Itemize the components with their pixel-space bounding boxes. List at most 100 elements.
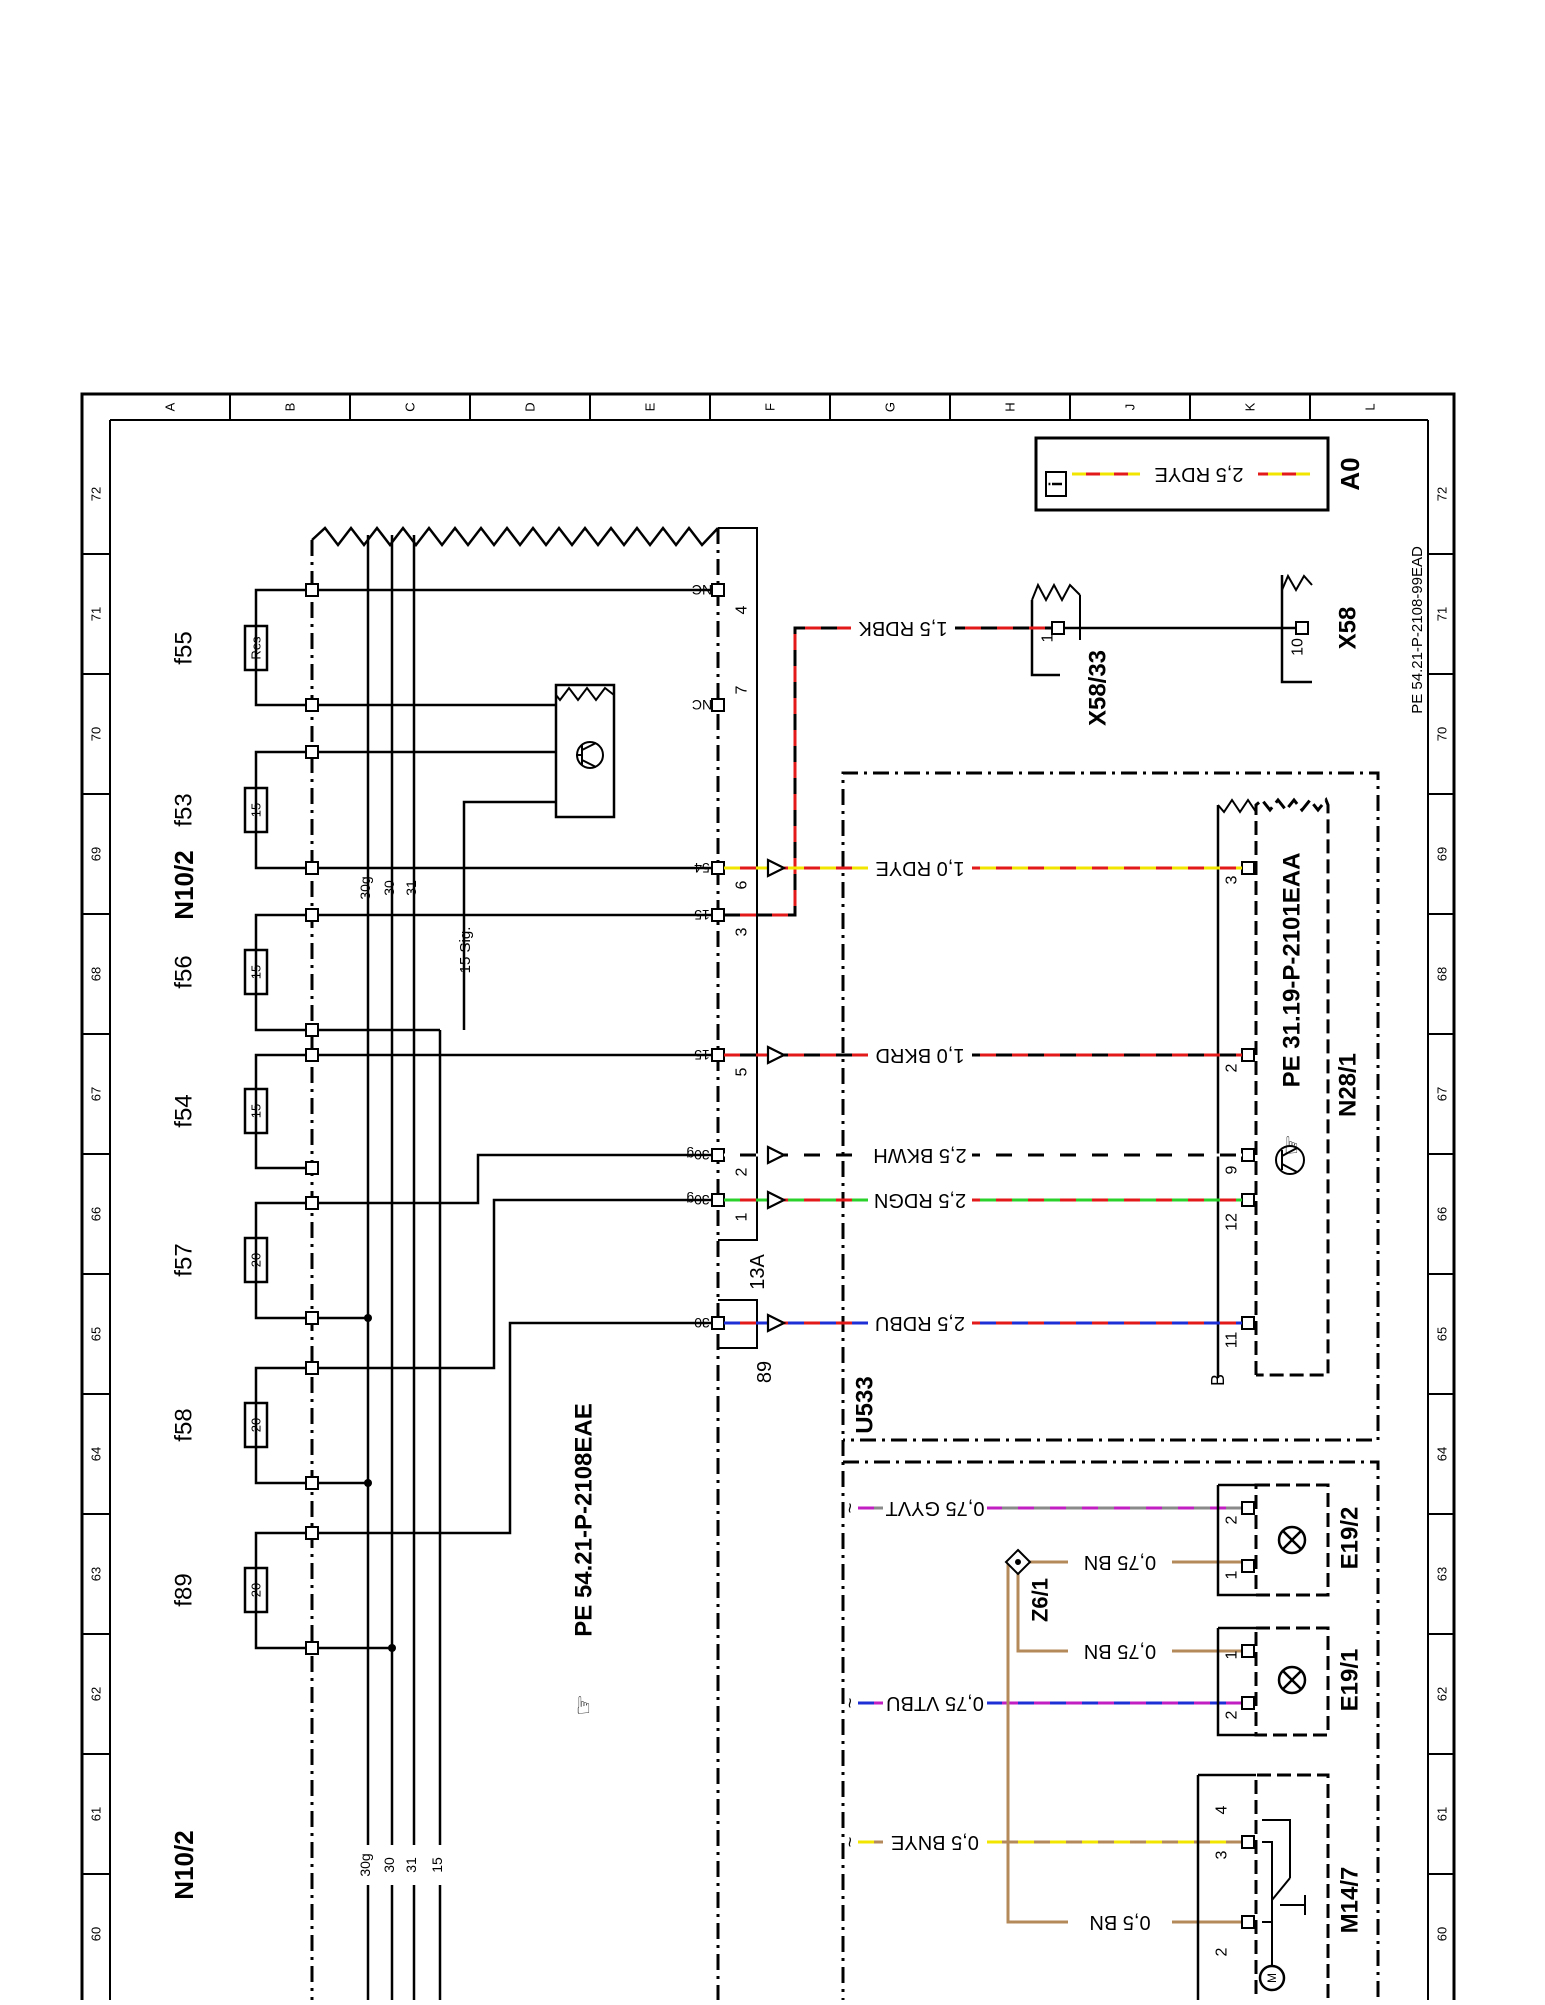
column-letter: L [1363, 403, 1378, 410]
n28-1-label: N28/1 [1335, 1053, 1362, 1117]
row-number-right: 67 [1435, 1087, 1450, 1101]
legend-box: i 2,5 RDYE A0 [1034, 436, 1365, 512]
transistor-driver-block [554, 683, 616, 819]
row-number-left: 71 [89, 607, 104, 621]
document-reference: PE 54.21-P-2108-99EAD [1409, 546, 1426, 714]
fuse-name: f89 [171, 1573, 198, 1606]
wire-label-bg [868, 1043, 972, 1067]
bus-label-31-lower: 31 [403, 1857, 419, 1873]
relay-terminals [711, 583, 725, 1330]
module-wall-terminals [305, 583, 319, 1655]
x58-33-connector: 1 [1030, 582, 1081, 677]
wire-9: 0,75 VTBU [858, 1691, 1242, 1715]
wire-7: 0,75 BN [1018, 1550, 1242, 1574]
wire-label-bg [883, 1496, 987, 1520]
row-number-right: 68 [1435, 967, 1450, 981]
wire-continuation-icon: ~ [840, 1698, 860, 1709]
lamp-icon [1277, 1525, 1307, 1555]
module-reference-text: PE 54.21-P-2108EAE [571, 1403, 598, 1636]
u533-box [841, 771, 1380, 2005]
fuse-name: f53 [171, 793, 198, 826]
bus-label-31-upper: 31 [403, 880, 419, 896]
row-number-right: 62 [1435, 1687, 1450, 1701]
fuse-name: f55 [171, 631, 198, 664]
wire-11: 0,5 BN [1006, 1562, 1242, 1934]
column-letter: D [523, 402, 538, 411]
wire-label: 0,75 GYVT [886, 1497, 985, 1519]
svg-text:15: 15 [694, 907, 710, 923]
svg-text:3: 3 [734, 927, 751, 936]
fuse-name: f56 [171, 955, 198, 988]
row-number-right: 64 [1435, 1447, 1450, 1461]
x58-33-label: X58/33 [1085, 650, 1112, 726]
wire-label: 2,5 RDGN [874, 1189, 966, 1211]
n28-1-transistor-icon [1275, 1145, 1305, 1175]
svg-text:4: 4 [734, 605, 751, 614]
wire-label: 0,75 VTBU [886, 1692, 984, 1714]
info-icon-glyph: i [1046, 481, 1066, 486]
column-letter: K [1243, 402, 1258, 411]
wire-label: 0,5 BN [1089, 1911, 1150, 1933]
column-letter: B [283, 403, 298, 412]
e19-1-lamp-block: 1 2 [1216, 1626, 1330, 1737]
x58-connector: 10 [1280, 573, 1313, 684]
bus-label-30-lower: 30 [381, 1857, 397, 1873]
row-number-left: 60 [89, 1927, 104, 1941]
wire-label: 1,0 RDYE [876, 857, 965, 879]
svg-text:30: 30 [694, 1315, 710, 1331]
power-bus [312, 535, 442, 2005]
wire-2: 1,0 BKRD [724, 1043, 1242, 1067]
wire-label-bg [1068, 1910, 1172, 1934]
svg-text:10: 10 [1290, 638, 1307, 656]
m14-7-label: M14/7 [1337, 1867, 1364, 1934]
fuse-wiring [254, 588, 712, 1650]
column-letter: G [883, 402, 898, 412]
svg-text:6: 6 [734, 880, 751, 889]
svg-text:2: 2 [734, 1167, 751, 1176]
svg-text:NC: NC [692, 697, 712, 713]
row-number-right: 70 [1435, 727, 1450, 741]
svg-text:5: 5 [734, 1067, 751, 1076]
lamp-icon [1277, 1665, 1307, 1695]
wire-3: 2,5 BKWH [724, 1143, 1242, 1167]
e19-2-lamp-block: 2 1 [1216, 1483, 1330, 1597]
relay-pin-numbers: 4 7 6 3 5 2 1 [734, 605, 751, 1221]
wire-label-bg [868, 1311, 972, 1335]
wire-label-bg [1068, 1550, 1172, 1574]
wire-10: 0,5 BNYE [858, 1830, 1242, 1854]
wire-label-bg [868, 856, 972, 880]
svg-text:1: 1 [734, 1212, 751, 1221]
e19-2-label: E19/2 [1337, 1507, 1364, 1570]
n28-1-pin-b: B [1208, 1374, 1228, 1386]
bus-label-30g-upper: 30g [357, 876, 373, 899]
legend-code: A0 [1335, 457, 1365, 490]
svg-text:2: 2 [1214, 1947, 1231, 1956]
wire-1: 1,0 RDYE [724, 856, 1242, 880]
svg-text:2: 2 [1224, 1515, 1241, 1524]
column-letter: H [1003, 402, 1018, 411]
n28-1-reference: PE 31.19-P-2101EAA ☞ [1279, 853, 1306, 1156]
svg-text:1: 1 [1040, 633, 1057, 642]
svg-text:7: 7 [734, 685, 751, 694]
wire-label-bg [883, 1830, 987, 1854]
wire-5: 2,5 RDBU [724, 1311, 1242, 1335]
row-number-left: 72 [89, 487, 104, 501]
flow-arrows [766, 858, 787, 1333]
wire-label: 2,5 RDBU [875, 1312, 965, 1334]
row-number-left: 68 [89, 967, 104, 981]
x58-label: X58 [1335, 607, 1362, 650]
column-letter: A [163, 402, 178, 411]
svg-text:30g: 30g [686, 1147, 709, 1163]
wire-continuation-icon: ~ [840, 1837, 860, 1848]
fuse-name: f54 [171, 1094, 198, 1127]
info-icon [1045, 471, 1067, 497]
